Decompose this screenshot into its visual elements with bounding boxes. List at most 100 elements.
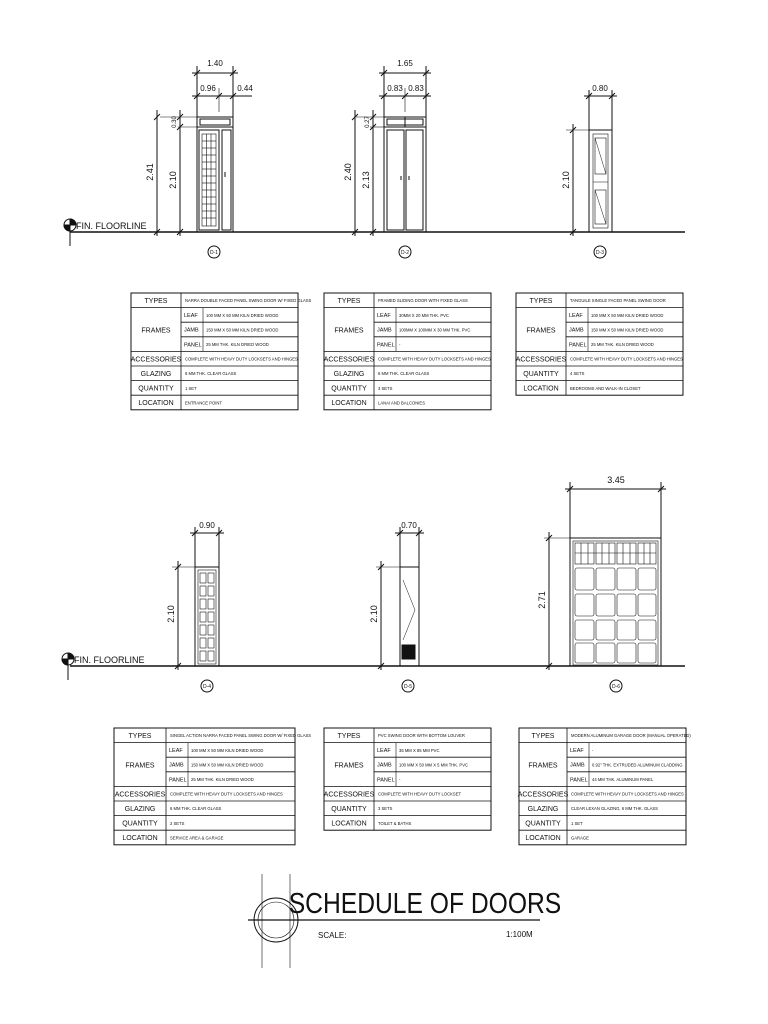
row-value-accessories: COMPLETE WITH HEAVY DUTY LOCKSETS AND HI… [170, 792, 283, 797]
row-value-jamb: 150 MM X 50 MM KILN DRIED WOOD [191, 762, 263, 767]
d6-door-height: 2.71 [537, 591, 547, 609]
row-label-quantity: QUANTITY [331, 386, 367, 393]
row-label-location: LOCATION [331, 400, 366, 407]
row-value-glazing: 6 MM THK. CLEAR GLASS [185, 371, 237, 376]
row-label-frames: FRAMES [528, 763, 558, 770]
d1-door-height: 2.10 [168, 171, 178, 189]
row-value-leaf: 35 MM X 85 MM PVC [399, 748, 440, 753]
d3-overall-width: 0.80 [592, 84, 608, 93]
row-label-types: TYPES [530, 298, 553, 305]
row-label-frames: FRAMES [334, 328, 364, 335]
row-label-glazing: GLAZING [141, 371, 172, 378]
row-value-quantity: 1 SET [571, 821, 583, 826]
d3-tag: D-3 [596, 250, 604, 256]
row-label-types: TYPES [532, 733, 555, 740]
row-label-quantity: QUANTITY [523, 371, 559, 378]
row-value-location: BEDROOMS AND WALK-IN CLOSET [570, 386, 641, 391]
d6-overall-width: 3.45 [607, 475, 625, 485]
row-label-types: TYPES [129, 733, 152, 740]
row-label-panel: PANEL [569, 342, 587, 348]
row-value-panel: 25 MM THK. KILN DRIED WOOD [206, 342, 269, 347]
row-value-leaf: 30MM X 20 MM THK. PVC [399, 313, 449, 318]
row-label-glazing: GLAZING [125, 806, 156, 813]
row-label-jamb: JAMB [569, 328, 584, 334]
door-elevation-d5 [376, 527, 424, 693]
d6-tag: D-6 [612, 684, 620, 690]
row-label-glazing: GLAZING [528, 806, 559, 813]
row-value-types: TANGUILE SINGLE FACED PANEL SWING DOOR [570, 298, 666, 303]
row-label-frames: FRAMES [125, 763, 155, 770]
row-label-panel: PANEL [169, 777, 187, 783]
row-value-jamb: 100MM X 100MM X 30 MM THK. PVC [399, 327, 470, 332]
d5-door-height: 2.10 [369, 605, 379, 623]
row-label-quantity: QUANTITY [138, 386, 174, 393]
page-title: SCHEDULE OF DOORS [289, 887, 561, 919]
row-label-types: TYPES [338, 733, 361, 740]
row-label-jamb: JAMB [169, 763, 184, 769]
door-elevation-d6 [544, 482, 666, 693]
row-value-panel: 25 MM THK. KILN DRIED WOOD [191, 777, 254, 782]
door-elevation-d2 [351, 66, 431, 259]
row-value-types: MODERN ALUMINUM GARAGE DOOR (MANUAL OPER… [571, 733, 691, 738]
row-label-location: LOCATION [523, 386, 558, 393]
row-label-leaf: LEAF [570, 748, 584, 754]
d5-overall-width: 0.70 [401, 521, 417, 530]
d1-leaf-width: 0.96 [200, 84, 216, 93]
row-value-jamb: 150 MM X 50 MM KILN DRIED WOOD [206, 327, 278, 332]
row-label-jamb: JAMB [377, 763, 392, 769]
d2-leaf-right: 0.83 [408, 84, 424, 93]
d2-overall-height: 2.40 [343, 163, 353, 181]
row-value-location: ENTRANCE POINT [185, 400, 222, 405]
row-label-frames: FRAMES [334, 763, 364, 770]
row-value-location: GARAGE [571, 835, 589, 840]
row-value-leaf: - [592, 748, 594, 753]
row-label-accessories: ACCESSORIES [518, 791, 569, 798]
row-value-quantity: 4 SETS [570, 371, 585, 376]
d2-leaf-left: 0.83 [387, 84, 403, 93]
row-value-accessories: COMPLETE WITH HEAVY DUTY LOCKSET [378, 792, 462, 797]
row-value-types: FRAMED SLIDING DOOR WITH FIXED GLASS [378, 298, 468, 303]
row-label-leaf: LEAF [377, 748, 391, 754]
title-block [248, 874, 540, 968]
schedule-table-d-3: TYPES TANGUILE SINGLE FACED PANEL SWING D… [515, 292, 684, 396]
row-value-accessories: COMPLETE WITH HEAVY DUTY LOCKSETS AND HI… [378, 357, 491, 362]
floorline-label-2: FIN. FLOORLINE [74, 655, 145, 665]
row-value-quantity: 1 SET [185, 386, 197, 391]
d4-door-height: 2.10 [166, 605, 176, 623]
row-value-glazing: CLEAR LEXAN GLAZING, 6 MM THK. GLASS [571, 806, 658, 811]
d2-door-height: 2.13 [361, 171, 371, 189]
row-label-frames: FRAMES [141, 328, 171, 335]
row-label-location: LOCATION [331, 821, 366, 828]
row-value-types: NARRA DOUBLE FACED PANEL SWING DOOR W/ F… [185, 298, 312, 303]
row-value-jamb: 150 MM X 50 MM KILN DRIED WOOD [591, 327, 663, 332]
row-value-location: TOILET & BATHS [378, 821, 411, 826]
row-label-location: LOCATION [138, 400, 173, 407]
row-label-accessories: ACCESSORIES [324, 791, 375, 798]
row-value-jamb: 100 MM X 50 MM X 5 MM THK. PVC [399, 762, 468, 767]
door-elevation-d4 [172, 527, 224, 693]
row-label-glazing: GLAZING [334, 371, 365, 378]
row-value-types: PVC SWING DOOR WITH BOTTOM LOUVER [378, 733, 465, 738]
row-label-jamb: JAMB [570, 763, 585, 769]
row-value-leaf: 100 MM X 50 MM KILN DRIED WOOD [206, 313, 278, 318]
row-value-leaf: 100 MM X 50 MM KILN DRIED WOOD [591, 313, 663, 318]
d1-overall-width: 1.40 [207, 59, 223, 68]
schedule-table-d-5: TYPES PVC SWING DOOR WITH BOTTOM LOUVER LE… [323, 727, 492, 831]
row-value-leaf: 100 MM X 50 MM KILN DRIED WOOD [191, 748, 263, 753]
d4-tag: D-4 [203, 684, 211, 690]
row-label-leaf: LEAF [569, 313, 583, 319]
row-value-glazing: 6 MM THK. CLEAR GLASS [378, 371, 430, 376]
d2-transom-height: 0.27 [365, 116, 371, 128]
row-label-panel: PANEL [570, 777, 588, 783]
d1-side-width: 0.44 [237, 84, 253, 93]
row-value-jamb: 0.92" THK. EXTRUDED ALUMINUM CLADDING [592, 762, 683, 767]
row-label-panel: PANEL [184, 342, 202, 348]
row-value-location: SERVICE AREA & GARAGE [170, 835, 224, 840]
row-value-panel: 44 MM THK. ALUMINUM PANEL [592, 777, 654, 782]
d1-tag: D-1 [210, 250, 218, 256]
row-value-accessories: COMPLETE WITH HEAVY DUTY LOCKSETS AND HI… [570, 357, 683, 362]
row-value-panel: - [399, 777, 401, 782]
row-label-accessories: ACCESSORIES [131, 356, 182, 363]
